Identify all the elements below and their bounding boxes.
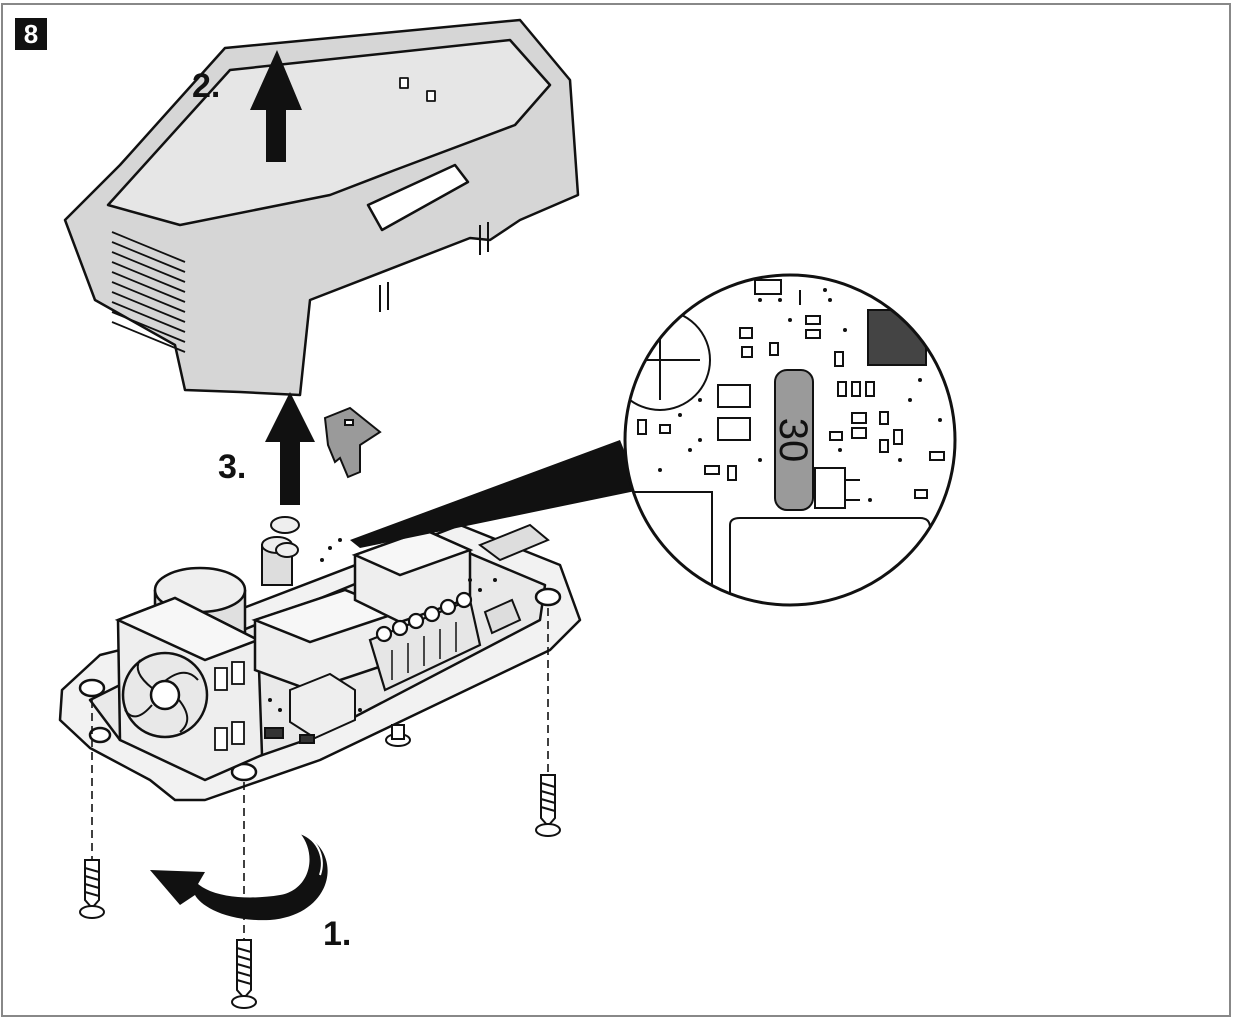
- fuse-rating-label: 30: [771, 418, 815, 463]
- relay-small: [351, 528, 474, 624]
- figure-number: 8: [24, 19, 38, 49]
- screw-icon: [79, 859, 105, 919]
- pcb-components: [268, 538, 497, 712]
- ic-chip: [867, 309, 927, 366]
- screw-boss: [78, 678, 106, 698]
- step-3-label: 3.: [218, 448, 246, 486]
- pcb-magnifier: 30: [623, 273, 957, 607]
- fuse-zoom: [774, 369, 814, 511]
- led-window-1: [399, 77, 409, 89]
- figure-frame: [1, 3, 1231, 1017]
- terminal-block: [368, 591, 482, 692]
- screw-boss: [534, 587, 562, 607]
- up-arrow-icon: [250, 50, 302, 162]
- screw-icon: [535, 774, 561, 837]
- screw-icon: [385, 724, 411, 747]
- screw-boss: [88, 726, 112, 744]
- step-2-label: 2.: [192, 67, 220, 105]
- housing-cover: [63, 18, 580, 397]
- small-capacitors: [261, 516, 300, 586]
- vent-slots: [111, 231, 186, 353]
- pcb-connectors: [264, 523, 550, 744]
- zoom-pointer: [350, 440, 640, 548]
- screw-icon: [231, 939, 257, 1009]
- cover-latch: [366, 163, 470, 232]
- up-arrow-icon: [265, 392, 315, 505]
- blade-fuse: [323, 406, 382, 479]
- led-window-2: [426, 90, 436, 102]
- rotate-arrow-icon: [150, 832, 328, 921]
- step-1-label: 1.: [323, 915, 351, 953]
- figure-number-badge: 8: [15, 18, 47, 50]
- cooling-fan: [114, 596, 264, 782]
